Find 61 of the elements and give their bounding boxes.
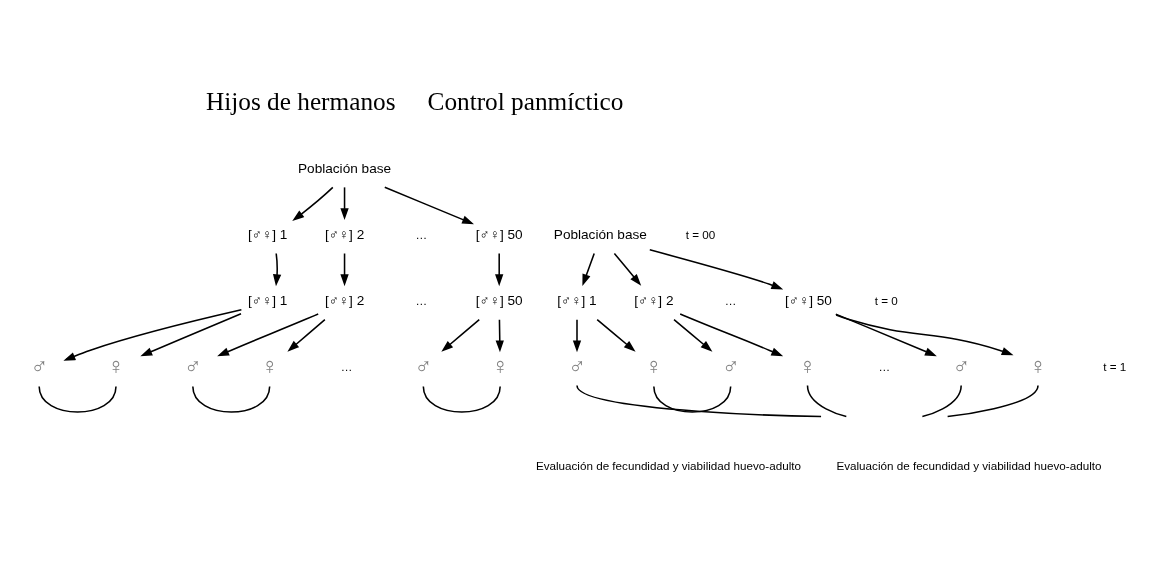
node-text: ♂ [184,352,202,379]
arrow [596,318,636,352]
label: … [415,293,428,307]
arrow [582,252,595,286]
label: Evaluación de fecundidad y viabilidad huevo-adulto [836,458,1102,472]
node-text: [♂♀] 1 [557,292,597,308]
node-text: [♂♀] 50 [785,292,832,308]
arrow [835,313,1014,355]
label: t = 0 [874,293,898,307]
node-text: ♂ [30,352,48,379]
label: Evaluación de fecundidad y viabilidad huevo-adulto [535,458,801,472]
arrow [140,312,242,356]
arrow [495,252,504,286]
label: Hijos de hermanos [206,86,396,115]
arrow [649,248,784,289]
label: … [724,293,737,307]
label: … [415,227,428,241]
node-text: [♂♀] 2 [324,226,365,242]
arrow [613,252,642,286]
node-text: [♂♀] 50 [475,226,523,242]
node-text: ♂ [414,352,433,379]
arrow [287,318,326,352]
arrow [835,312,937,356]
label: t = 00 [685,227,716,241]
node-text: Población base [553,226,647,242]
connector [576,384,822,417]
arrow [340,186,349,220]
arrow [679,312,784,356]
node-text: ♀ [645,352,663,379]
label: t = 1 [1103,359,1127,373]
node-text: ♂ [952,352,970,379]
connector [192,385,271,413]
node-text: ♀ [798,352,817,379]
node-text: [♂♀] 1 [248,226,288,242]
arrow [384,185,474,224]
node-text: ♀ [491,352,509,379]
node-text: [♂♀] 2 [634,292,674,308]
node-text: [♂♀] 50 [475,292,523,308]
node-text: ♀ [107,352,125,379]
connector [422,385,501,413]
node-text: ♀ [260,352,279,379]
connector [653,385,732,413]
node-text: ♀ [1029,352,1047,379]
node-text: [♂♀] 2 [324,292,365,308]
arrow [673,318,713,352]
arrow [272,252,282,286]
arrow [63,308,243,361]
label: … [340,359,353,373]
node-text: ♂ [721,352,740,379]
node-text: [♂♀] 1 [248,292,288,308]
arrow [292,186,334,221]
arrow [441,318,481,352]
arrow [217,312,319,356]
node-text: ♂ [568,352,586,379]
node-text: Población base [298,160,392,176]
arrow [340,252,349,286]
connector [38,385,117,413]
label: Control panmíctico [427,86,624,115]
label: … [878,359,891,373]
arrow [572,318,582,352]
arrow [495,318,504,352]
